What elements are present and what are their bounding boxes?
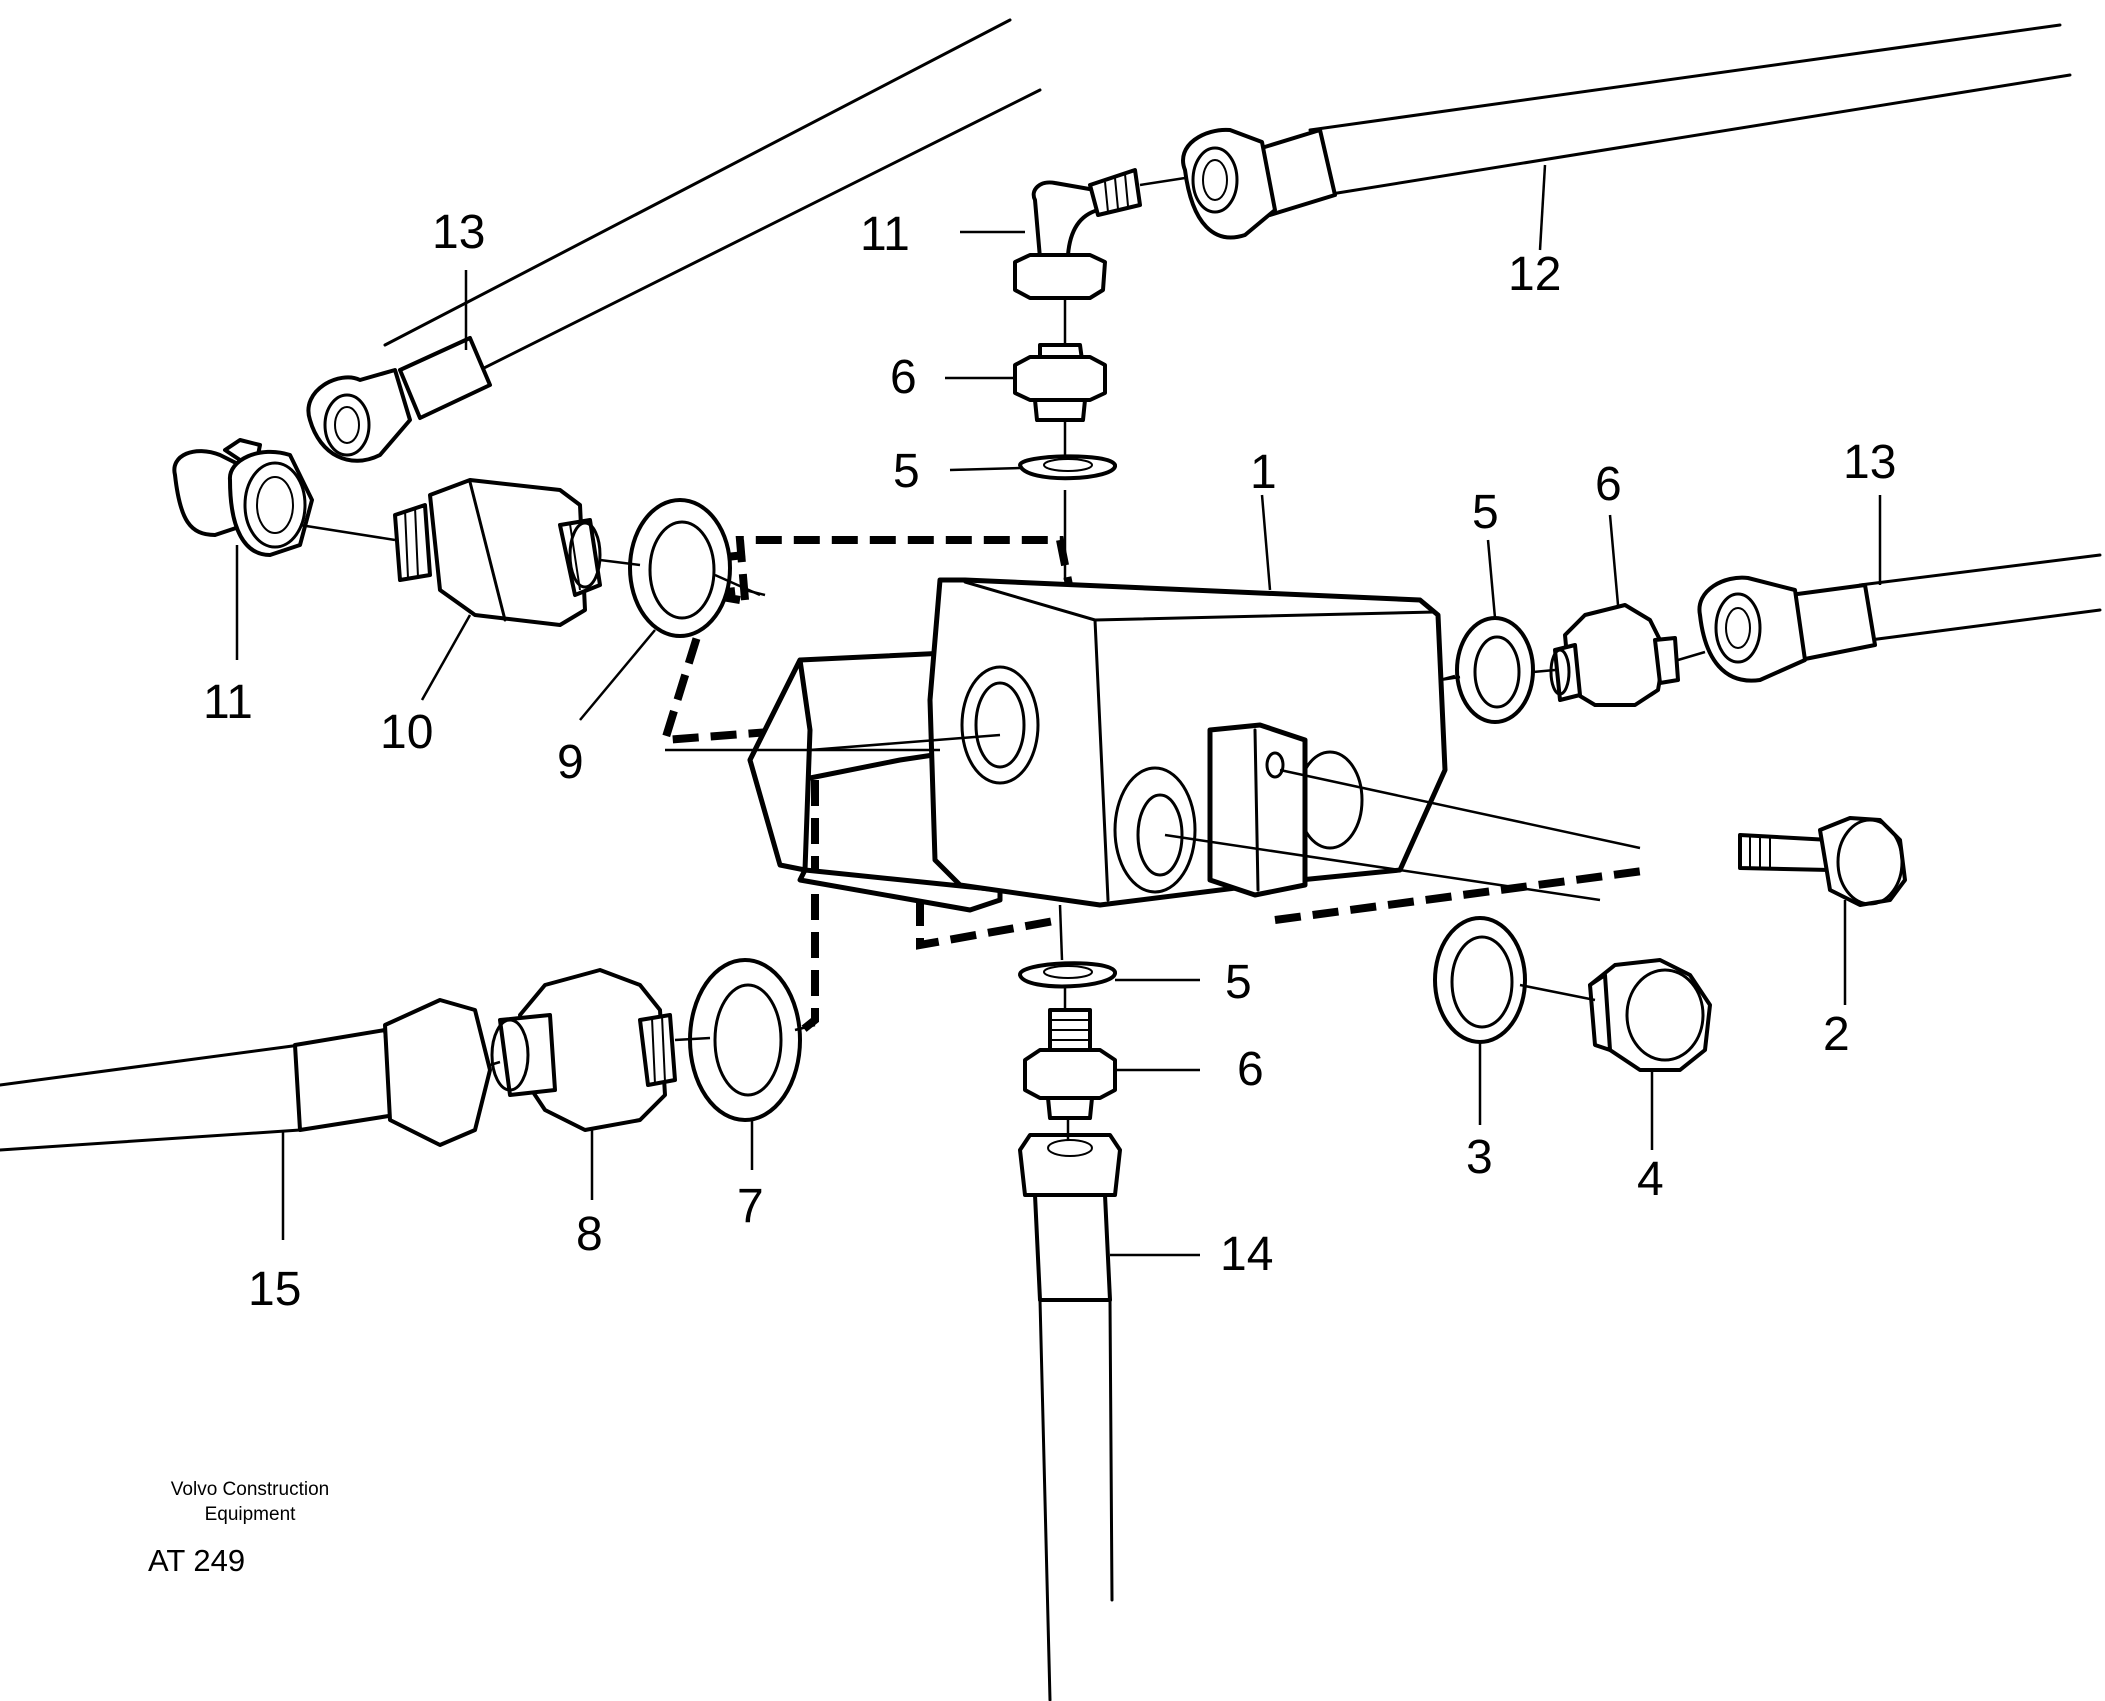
callout-labels: 13 11 12 6 5 1 5 6 13 11 10 9 5 6 14 2 3… — [203, 206, 1896, 1316]
callout-14: 14 — [1220, 1228, 1273, 1281]
washer-5-bottom — [1018, 961, 1117, 989]
adapter-6-right — [1549, 603, 1680, 707]
callout-3: 3 — [1466, 1131, 1493, 1184]
hose-13 — [306, 18, 1042, 463]
callout-6-bottom: 6 — [1237, 1043, 1264, 1096]
elbow-11-top — [1013, 168, 1142, 300]
callout-12-right: 13 — [1843, 436, 1896, 489]
callout-7: 7 — [737, 1180, 764, 1233]
valve-block-1 — [646, 490, 1651, 1044]
publisher-name-line-2: Equipment — [204, 1504, 296, 1525]
adapter-6-top — [1013, 343, 1107, 422]
callout-10: 10 — [380, 706, 433, 759]
leader-lines — [235, 164, 1882, 1257]
callout-6-right: 6 — [1595, 458, 1622, 511]
callout-13: 13 — [432, 206, 485, 259]
callout-4: 4 — [1637, 1153, 1664, 1206]
callout-6-top: 6 — [890, 351, 917, 404]
callout-2: 2 — [1823, 1008, 1850, 1061]
hose-15 — [0, 998, 492, 1152]
callout-11-left: 11 — [203, 676, 253, 729]
bolt-2 — [1738, 816, 1907, 907]
publisher-name: Volvo Construction — [170, 1479, 330, 1500]
callout-9: 9 — [557, 736, 584, 789]
washer-7 — [688, 958, 802, 1122]
callout-12-top: 12 — [1508, 248, 1561, 301]
hose-14 — [1018, 1133, 1122, 1701]
callout-1: 1 — [1250, 446, 1277, 499]
plug-4 — [1588, 958, 1712, 1072]
washer-5-right — [1455, 616, 1535, 724]
callout-5-top: 5 — [893, 445, 920, 498]
figure-code: AT 249 — [148, 1543, 246, 1578]
washer-5-top — [1018, 454, 1117, 481]
callout-11-top: 11 — [860, 208, 910, 261]
washer-9 — [628, 498, 732, 638]
hose-12-right — [1697, 553, 2102, 683]
washer-3 — [1433, 916, 1527, 1044]
adapter-6-bottom — [1023, 1008, 1117, 1120]
callout-15: 15 — [248, 1263, 301, 1316]
connector-10 — [393, 478, 602, 627]
adapter-8 — [490, 968, 677, 1132]
hose-12-upper — [1181, 23, 2072, 240]
callout-8: 8 — [576, 1208, 603, 1261]
elbow-11-left — [172, 438, 314, 557]
callout-5-bottom: 5 — [1225, 956, 1252, 1009]
callout-5-right: 5 — [1472, 486, 1499, 539]
